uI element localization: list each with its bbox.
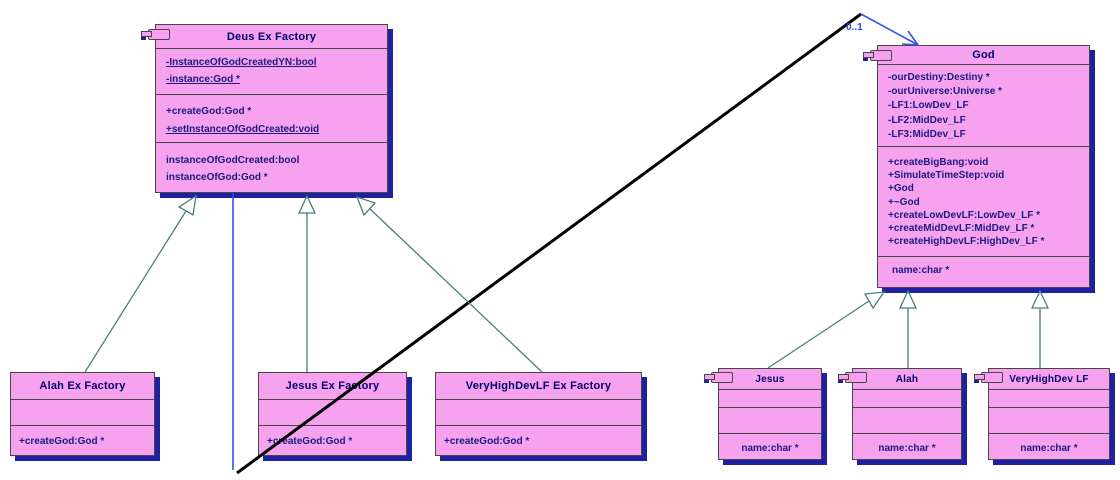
generalization-jesus-to-god[interactable]: [767, 291, 886, 369]
methods-compartment: +createGod:God *: [11, 425, 154, 457]
method: +createMidDevLF:MidDev_LF *: [888, 223, 1035, 235]
attributes-compartment: [436, 399, 641, 425]
property: name:char *: [741, 443, 799, 454]
class-alah-ex-factory[interactable]: Alah Ex Factory +createGod:God *: [10, 372, 155, 456]
class-icon: [863, 50, 892, 61]
method: +createBigBang:void: [888, 157, 989, 168]
extra-compartment: name:char *: [719, 433, 821, 461]
generalization-jesus-factory-to-deus[interactable]: [297, 194, 317, 372]
methods-compartment: +createGod:God * +setInstanceOfGodCreate…: [156, 94, 387, 142]
class-icon: [974, 372, 1003, 383]
attribute: -ourUniverse:Universe *: [888, 86, 1002, 98]
attribute: -LF2:MidDev_LF: [888, 114, 966, 126]
method: +createHighDevLF:HighDev_LF *: [888, 236, 1045, 248]
multiplicity-label: 0..1: [846, 22, 863, 33]
generalization-triangle-icon: [898, 289, 918, 309]
property: instanceOfGod:God *: [166, 172, 268, 183]
attributes-compartment: -InstanceOfGodCreatedYN:bool -instance:G…: [156, 48, 387, 94]
generalization-triangle-icon: [355, 195, 377, 217]
generalization-alah-to-god[interactable]: [898, 289, 918, 368]
class-title: God: [972, 49, 995, 61]
methods-compartment: +createGod:God *: [436, 425, 641, 457]
generalization-vhd-factory-to-deus[interactable]: [355, 195, 543, 373]
attribute: -LF1:LowDev_LF: [888, 100, 969, 112]
association-arrowhead-icon: [901, 30, 920, 46]
methods-compartment: +createBigBang:void +SimulateTimeStep:vo…: [878, 146, 1089, 256]
method: +createGod:God *: [19, 436, 105, 447]
generalization-triangle-icon: [177, 194, 197, 217]
class-title: Alah: [895, 373, 919, 385]
class-title: Alah Ex Factory: [39, 380, 126, 392]
generalization-triangle-icon: [1030, 289, 1050, 309]
class-icon: [838, 372, 867, 383]
class-icon: [141, 29, 170, 40]
class-jesus[interactable]: Jesus name:char *: [704, 368, 822, 461]
class-veryhighdev-lf[interactable]: VeryHighDev LF name:char *: [974, 368, 1110, 461]
property: name:char *: [892, 265, 950, 276]
attributes-compartment: -ourDestiny:Destiny * -ourUniverse:Unive…: [878, 64, 1089, 146]
method: +~God: [888, 196, 920, 208]
class-icon: [704, 372, 733, 383]
class-title: VeryHighDev LF: [1009, 373, 1089, 385]
method: +createGod:God *: [444, 436, 530, 447]
generalization-triangle-icon: [297, 194, 317, 214]
class-jesus-ex-factory[interactable]: Jesus Ex Factory +createGod:God *: [258, 372, 407, 456]
attribute: -ourDestiny:Destiny *: [888, 72, 990, 83]
property: name:char *: [878, 443, 936, 454]
generalization-vhd-to-god[interactable]: [1030, 289, 1050, 368]
class-title: Deus Ex Factory: [226, 30, 317, 43]
class-veryhighdevlf-ex-factory[interactable]: VeryHighDevLF Ex Factory +createGod:God …: [435, 372, 642, 456]
attribute: -instance:God *: [166, 74, 240, 85]
property: instanceOfGodCreated:bool: [166, 155, 300, 166]
property: name:char *: [1020, 443, 1078, 454]
methods-compartment: [989, 407, 1109, 433]
attributes-compartment: [989, 389, 1109, 407]
attribute: -LF3:MidDev_LF: [888, 128, 966, 140]
method: +God: [888, 183, 914, 195]
class-title: VeryHighDevLF Ex Factory: [465, 380, 612, 392]
methods-compartment: +createGod:God *: [259, 425, 406, 457]
attributes-compartment: [853, 389, 961, 407]
methods-compartment: [719, 407, 821, 433]
attributes-compartment: [11, 399, 154, 425]
class-alah[interactable]: Alah name:char *: [838, 368, 962, 461]
methods-compartment: [853, 407, 961, 433]
extra-compartment: name:char *: [878, 256, 1089, 289]
generalization-alah-factory-to-deus[interactable]: [84, 194, 197, 373]
class-god[interactable]: God -ourDestiny:Destiny * -ourUniverse:U…: [863, 45, 1090, 289]
properties-compartment: instanceOfGodCreated:bool instanceOfGod:…: [156, 142, 387, 194]
method: +createGod:God *: [267, 436, 353, 447]
method: +SimulateTimeStep:void: [888, 170, 1005, 182]
attributes-compartment: [259, 399, 406, 425]
method: +createGod:God *: [166, 106, 252, 117]
extra-compartment: name:char *: [853, 433, 961, 461]
class-deus-ex-factory[interactable]: Deus Ex Factory -InstanceOfGodCreatedYN:…: [141, 24, 388, 194]
method: +setInstanceOfGodCreated:void: [166, 124, 320, 135]
class-title: Jesus: [755, 373, 785, 385]
attribute: -InstanceOfGodCreatedYN:bool: [166, 57, 317, 68]
class-title: Jesus Ex Factory: [285, 380, 380, 392]
attributes-compartment: [719, 389, 821, 407]
extra-compartment: name:char *: [989, 433, 1109, 461]
generalization-triangle-icon: [863, 291, 886, 310]
method: +createLowDevLF:LowDev_LF *: [888, 209, 1040, 221]
